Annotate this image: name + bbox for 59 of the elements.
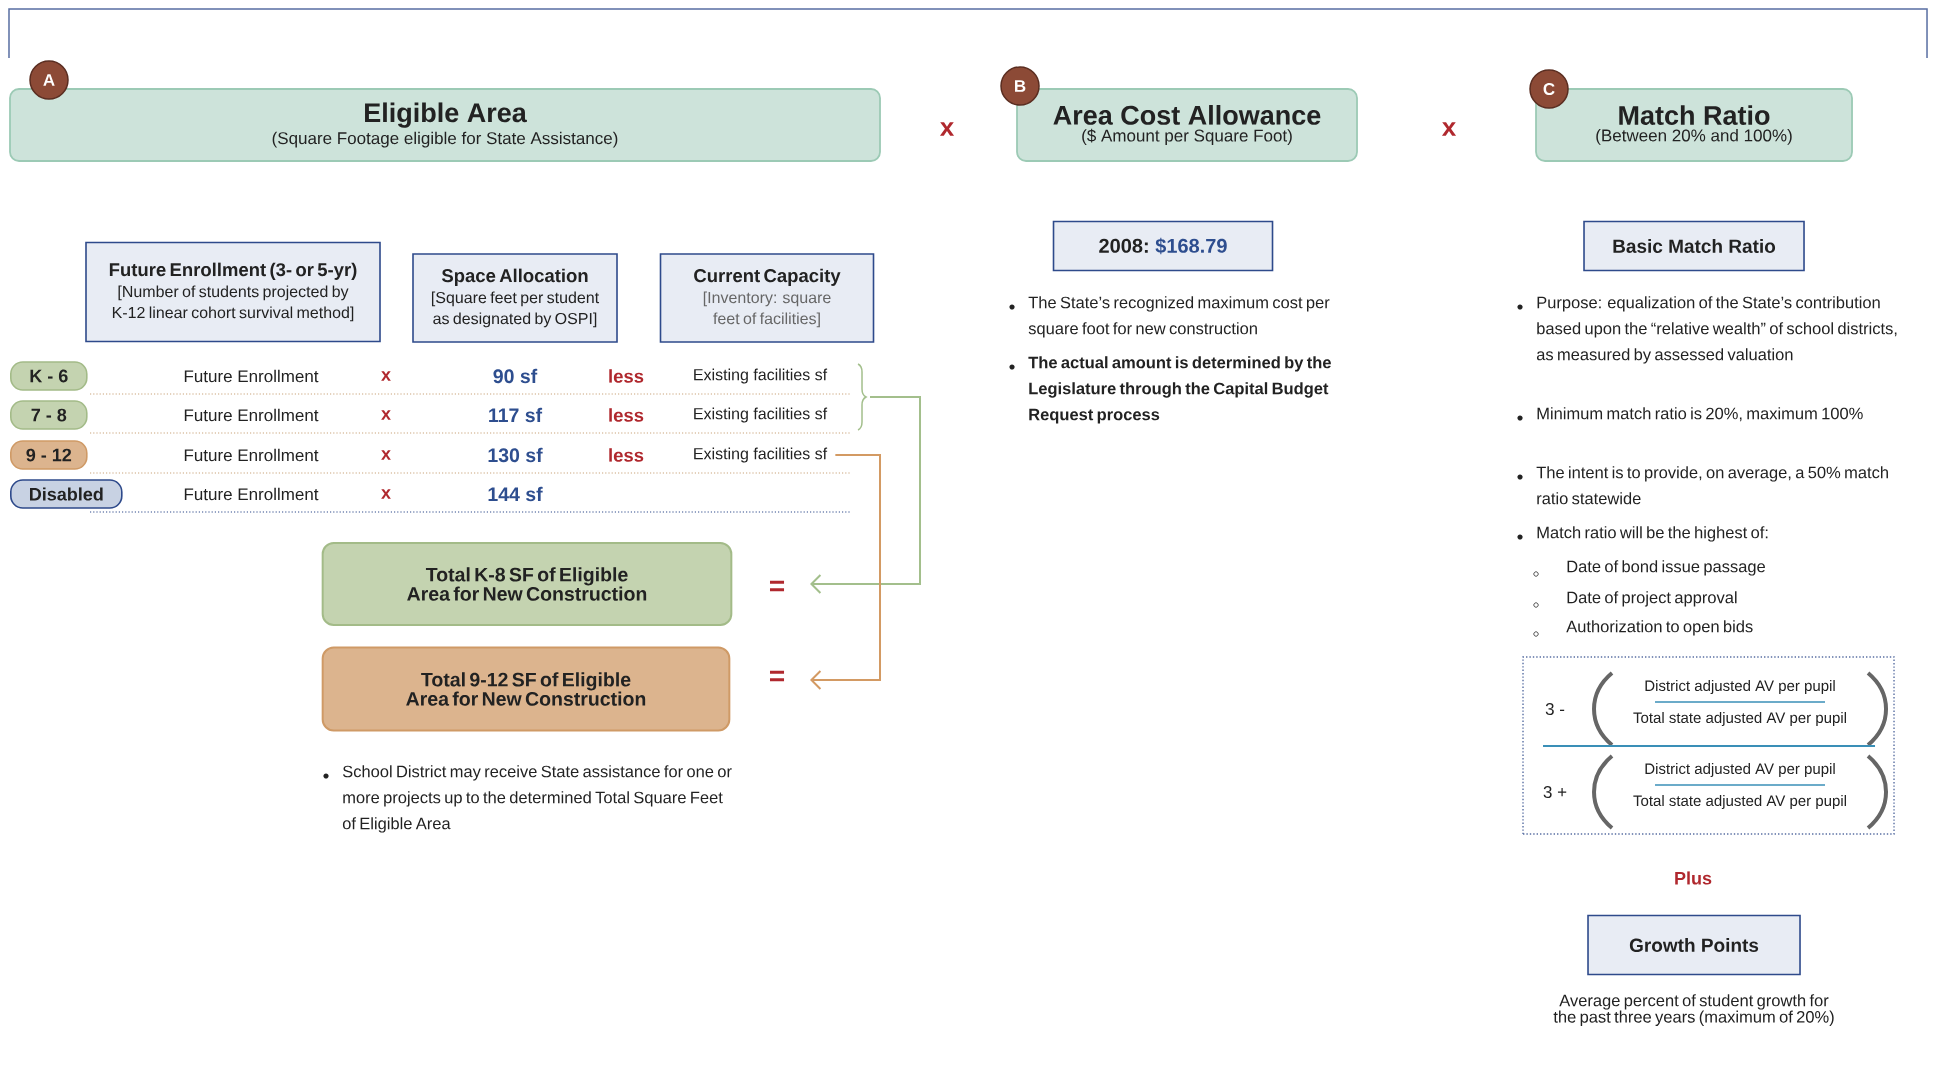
formula-text: Total state adjusted AV per pupil <box>1633 795 1846 809</box>
connector-arrow <box>810 363 921 594</box>
bullet-item: Authorization to open bids <box>1566 620 1753 636</box>
bullet-item: Date of project approval <box>1567 591 1737 607</box>
title-box: Basic Match Ratio <box>1583 220 1805 272</box>
bullet-item: Minimum match ratio is 20%, maximum 100% <box>1537 407 1863 422</box>
plus-text: Plus <box>1675 871 1712 885</box>
formula-text: 3 - <box>1545 703 1565 716</box>
equals-sign: = <box>770 670 785 682</box>
price-box: 2008: $168.79 <box>1052 220 1274 272</box>
row-text: Existing facilities sf <box>694 447 828 463</box>
total-box: Total 9-12 SF of Eligible Area for New Construction <box>321 646 731 732</box>
row-text: Existing facilities sf <box>694 407 828 423</box>
formula-text: Total state adjusted AV per pupil <box>1633 712 1846 726</box>
bullet-item: The State’s recognized maximum cost per square foot for new construction <box>1028 296 1330 338</box>
multiply-sign: x <box>381 489 391 499</box>
column-header-box: Future Enrollment (3- or 5-yr) [Number of students projected by K-12 linear cohort survival method] <box>85 241 381 343</box>
bullet-item: School District may receive State assistance for one or more projects up to the determined Total Square Feet of Eligible Area <box>342 765 732 833</box>
multiply-sign: x <box>1441 122 1457 136</box>
less-text: less <box>609 408 644 422</box>
bullet-item: Purpose: equalization of the State’s contribution based upon the “relative wealth” of school districts, as measured by assessed valuation <box>1536 296 1897 364</box>
formula-box <box>1522 656 1895 835</box>
multiply-sign: x <box>381 410 391 420</box>
connector-arrow <box>810 454 881 690</box>
column-header-box: Space Allocation [Square feet per student as designated by OSPI] <box>412 253 618 343</box>
less-text: less <box>609 448 644 462</box>
multiply-sign: x <box>939 122 955 136</box>
equals-sign: = <box>770 580 785 592</box>
grade-pill: Disabled <box>10 479 123 509</box>
total-box: Total K-8 SF of Eligible Area for New Construction <box>321 542 733 626</box>
description-text: Average percent of student growth for the past three years (maximum of 20%) <box>1553 994 1834 1026</box>
less-text: less <box>609 369 644 383</box>
row-text: Future Enrollment <box>184 369 319 383</box>
grade-pill: K - 6 <box>10 361 88 391</box>
bullet-item: Match ratio will be the highest of: <box>1537 526 1768 542</box>
title-box: Growth Points <box>1587 914 1801 976</box>
row-text: Future Enrollment <box>184 448 319 462</box>
row-text: Future Enrollment <box>184 408 319 422</box>
header-box: Eligible Area (Square Footage eligible for State Assistance) <box>9 88 881 162</box>
grade-pill: 7 - 8 <box>10 400 88 430</box>
formula-text: District adjusted AV per pupil <box>1645 763 1835 777</box>
letter-badge: B <box>1000 66 1040 106</box>
area-value: 117 sf <box>489 407 543 423</box>
multiply-sign: x <box>381 450 391 460</box>
bullet-item: The intent is to provide, on average, a 50% match ratio statewide <box>1536 466 1888 505</box>
letter-badge: A <box>29 60 69 100</box>
area-value: 130 sf <box>488 447 543 463</box>
bullet-item: Date of bond issue passage <box>1567 560 1765 576</box>
formula-text: District adjusted AV per pupil <box>1645 680 1835 694</box>
multiply-sign: x <box>381 371 391 381</box>
row-text: Existing facilities sf <box>694 368 828 384</box>
bullet-item: The actual amount is determined by the Legislature through the Capital Budget Request process <box>1028 356 1331 424</box>
row-text: Future Enrollment <box>184 487 319 501</box>
column-header-box: Current Capacity [Inventory: square feet of facilities] <box>659 253 875 343</box>
letter-badge: C <box>1529 69 1569 109</box>
area-value: 144 sf <box>488 486 543 502</box>
area-value: 90 sf <box>493 368 538 384</box>
formula-text: 3 + <box>1543 786 1567 799</box>
grade-pill: 9 - 12 <box>10 440 88 470</box>
